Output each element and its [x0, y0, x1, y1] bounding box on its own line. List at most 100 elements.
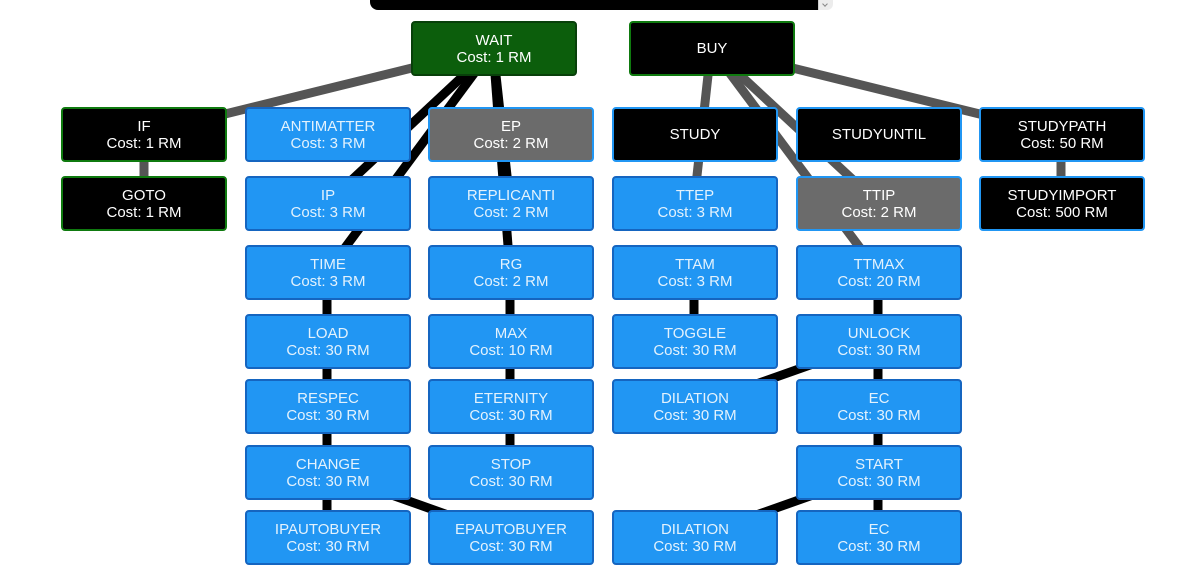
- node-cost: Cost: 30 RM: [286, 537, 370, 555]
- node-replicanti[interactable]: REPLICANTI Cost: 2 RM: [428, 176, 594, 231]
- node-wait[interactable]: WAIT Cost: 1 RM: [411, 21, 577, 76]
- node-cost: Cost: 30 RM: [286, 472, 370, 490]
- node-toggle[interactable]: TOGGLE Cost: 30 RM: [612, 314, 778, 369]
- node-cost: Cost: 30 RM: [837, 537, 921, 555]
- node-cost: Cost: 30 RM: [837, 406, 921, 424]
- node-dilation-2[interactable]: DILATION Cost: 30 RM: [612, 510, 778, 565]
- node-load[interactable]: LOAD Cost: 30 RM: [245, 314, 411, 369]
- node-cost: Cost: 30 RM: [653, 341, 737, 359]
- node-ttip[interactable]: TTIP Cost: 2 RM: [796, 176, 962, 231]
- node-cost: Cost: 30 RM: [653, 406, 737, 424]
- node-cost: Cost: 10 RM: [469, 341, 553, 359]
- node-name: EPAUTOBUYER: [455, 520, 567, 538]
- node-ttam[interactable]: TTAM Cost: 3 RM: [612, 245, 778, 300]
- node-name: IPAUTOBUYER: [274, 520, 382, 538]
- node-name: IP: [320, 186, 336, 204]
- node-cost: Cost: 2 RM: [473, 203, 549, 221]
- node-name: DILATION: [660, 389, 730, 407]
- node-name: TTAM: [675, 255, 715, 273]
- node-cost: Cost: 3 RM: [290, 272, 366, 290]
- node-cost: Cost: 2 RM: [473, 134, 549, 152]
- node-cost: Cost: 500 RM: [1016, 203, 1108, 221]
- node-cost: Cost: 30 RM: [286, 406, 370, 424]
- node-cost: Cost: 30 RM: [469, 537, 553, 555]
- node-name: IF: [137, 117, 151, 135]
- node-start[interactable]: START Cost: 30 RM: [796, 445, 962, 500]
- node-buy[interactable]: BUY: [629, 21, 795, 76]
- node-study[interactable]: STUDY: [612, 107, 778, 162]
- node-name: TOGGLE: [663, 324, 727, 342]
- node-studypath[interactable]: STUDYPATH Cost: 50 RM: [979, 107, 1145, 162]
- node-unlock[interactable]: UNLOCK Cost: 30 RM: [796, 314, 962, 369]
- node-name: EC: [868, 520, 890, 538]
- node-ttep[interactable]: TTEP Cost: 3 RM: [612, 176, 778, 231]
- node-name: UNLOCK: [847, 324, 911, 342]
- node-name: TTIP: [862, 186, 896, 204]
- node-name: START: [855, 455, 903, 473]
- node-time[interactable]: TIME Cost: 3 RM: [245, 245, 411, 300]
- node-name: MAX: [494, 324, 528, 342]
- node-studyimport[interactable]: STUDYIMPORT Cost: 500 RM: [979, 176, 1145, 231]
- edge-buy-ttmax: [707, 45, 882, 275]
- node-cost: Cost: 30 RM: [837, 341, 921, 359]
- node-ttmax[interactable]: TTMAX Cost: 20 RM: [796, 245, 962, 300]
- node-ec-2[interactable]: EC Cost: 30 RM: [796, 510, 962, 565]
- node-ipautobuyer[interactable]: IPAUTOBUYER Cost: 30 RM: [245, 510, 411, 565]
- node-name: DILATION: [660, 520, 730, 538]
- node-ec-1[interactable]: EC Cost: 30 RM: [796, 379, 962, 434]
- node-cost: Cost: 3 RM: [657, 203, 733, 221]
- node-name: WAIT: [475, 31, 513, 49]
- node-cost: Cost: 1 RM: [456, 48, 532, 66]
- node-name: STUDYUNTIL: [831, 126, 927, 143]
- top-toolbar: [370, 0, 832, 10]
- node-cost: Cost: 30 RM: [469, 472, 553, 490]
- node-name: TTMAX: [853, 255, 905, 273]
- scroll-down-button[interactable]: [818, 0, 833, 10]
- node-ip[interactable]: IP Cost: 3 RM: [245, 176, 411, 231]
- node-name: CHANGE: [295, 455, 361, 473]
- node-cost: Cost: 1 RM: [106, 203, 182, 221]
- node-name: ETERNITY: [473, 389, 549, 407]
- node-name: STOP: [490, 455, 532, 473]
- node-name: LOAD: [307, 324, 349, 342]
- node-respec[interactable]: RESPEC Cost: 30 RM: [245, 379, 411, 434]
- node-name: EC: [868, 389, 890, 407]
- node-name: REPLICANTI: [466, 186, 556, 204]
- node-name: STUDYPATH: [1017, 117, 1107, 135]
- node-studyuntil[interactable]: STUDYUNTIL: [796, 107, 962, 162]
- node-cost: Cost: 1 RM: [106, 134, 182, 152]
- node-goto[interactable]: GOTO Cost: 1 RM: [61, 176, 227, 231]
- node-cost: Cost: 3 RM: [290, 134, 366, 152]
- node-eternity[interactable]: ETERNITY Cost: 30 RM: [428, 379, 594, 434]
- node-dilation-1[interactable]: DILATION Cost: 30 RM: [612, 379, 778, 434]
- node-if[interactable]: IF Cost: 1 RM: [61, 107, 227, 162]
- node-ep[interactable]: EP Cost: 2 RM: [428, 107, 594, 162]
- node-cost: Cost: 30 RM: [469, 406, 553, 424]
- node-name: RESPEC: [297, 389, 359, 407]
- node-epautobuyer[interactable]: EPAUTOBUYER Cost: 30 RM: [428, 510, 594, 565]
- node-name: EP: [500, 117, 521, 135]
- node-stop[interactable]: STOP Cost: 30 RM: [428, 445, 594, 500]
- node-name: TIME: [310, 255, 346, 273]
- node-cost: Cost: 30 RM: [837, 472, 921, 490]
- node-name: TTEP: [675, 186, 715, 204]
- node-cost: Cost: 3 RM: [657, 272, 733, 290]
- node-name: STUDYIMPORT: [1007, 186, 1117, 204]
- node-cost: Cost: 30 RM: [286, 341, 370, 359]
- node-name: BUY: [696, 40, 728, 57]
- node-cost: Cost: 30 RM: [653, 537, 737, 555]
- node-cost: Cost: 2 RM: [841, 203, 917, 221]
- node-max[interactable]: MAX Cost: 10 RM: [428, 314, 594, 369]
- node-name: ANTIMATTER: [280, 117, 376, 135]
- node-change[interactable]: CHANGE Cost: 30 RM: [245, 445, 411, 500]
- node-name: RG: [499, 255, 523, 273]
- node-cost: Cost: 3 RM: [290, 203, 366, 221]
- node-name: GOTO: [122, 186, 166, 204]
- node-rg[interactable]: RG Cost: 2 RM: [428, 245, 594, 300]
- node-cost: Cost: 50 RM: [1020, 134, 1104, 152]
- node-cost: Cost: 2 RM: [473, 272, 549, 290]
- node-antimatter[interactable]: ANTIMATTER Cost: 3 RM: [245, 107, 411, 162]
- node-cost: Cost: 20 RM: [837, 272, 921, 290]
